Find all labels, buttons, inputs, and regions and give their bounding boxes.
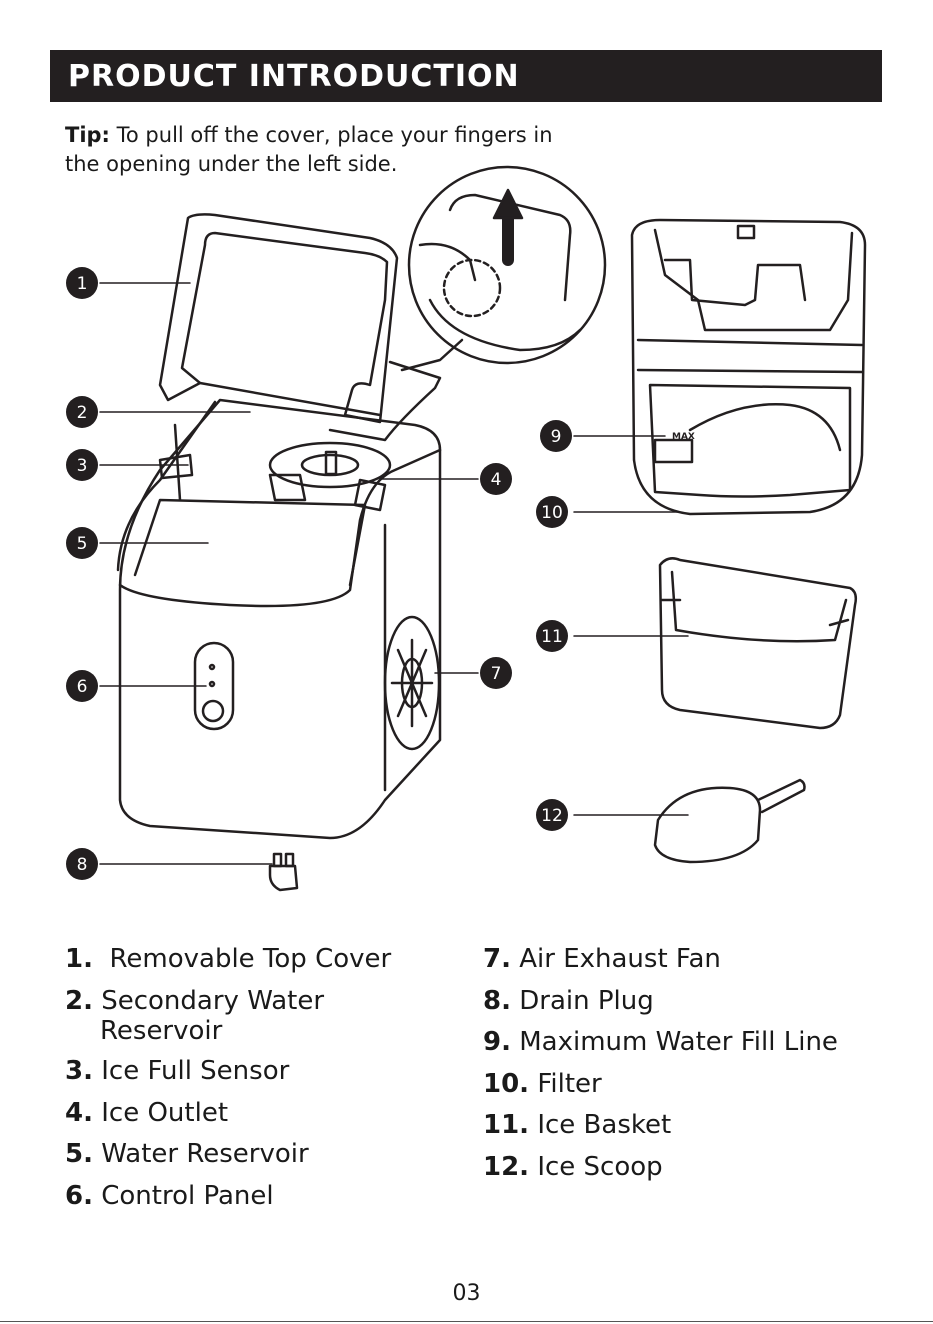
part-item-8: 8. Drain Plug bbox=[483, 986, 654, 1016]
reservoir-view bbox=[630, 218, 867, 516]
section-header-bar: PRODUCT INTRODUCTION bbox=[50, 50, 882, 102]
callout-5: 5 bbox=[66, 527, 98, 559]
part-item-10: 10. Filter bbox=[483, 1069, 602, 1099]
leader-lines bbox=[99, 282, 689, 865]
page-number: 03 bbox=[452, 1281, 481, 1306]
svg-text:2: 2 bbox=[77, 403, 88, 423]
bottom-divider bbox=[0, 1321, 933, 1322]
tip-label: Tip: bbox=[65, 123, 110, 147]
tip-text: Tip: To pull off the cover, place your f… bbox=[65, 121, 585, 179]
ice-maker-illustration bbox=[116, 213, 442, 892]
part-item-2: 2. Secondary Water Reservoir bbox=[65, 986, 325, 1046]
part-item-5: 5. Water Reservoir bbox=[65, 1139, 309, 1169]
part-item-6: 6. Control Panel bbox=[65, 1181, 274, 1211]
svg-text:9: 9 bbox=[551, 427, 562, 447]
svg-text:4: 4 bbox=[491, 470, 502, 490]
callout-6: 6 bbox=[66, 670, 98, 702]
callout-11: 11 bbox=[536, 620, 568, 652]
svg-text:3: 3 bbox=[77, 456, 88, 476]
ice-scoop-illustration bbox=[653, 778, 806, 864]
section-title: PRODUCT INTRODUCTION bbox=[68, 59, 520, 94]
callout-9: 9 bbox=[540, 420, 572, 452]
callout-7: 7 bbox=[480, 657, 512, 689]
callout-2: 2 bbox=[66, 396, 98, 428]
part-item-11: 11. Ice Basket bbox=[483, 1110, 672, 1140]
svg-text:11: 11 bbox=[541, 627, 563, 647]
svg-text:1: 1 bbox=[77, 274, 88, 294]
callout-3: 3 bbox=[66, 449, 98, 481]
callout-8: 8 bbox=[66, 848, 98, 880]
cover-removal-detail bbox=[400, 165, 607, 372]
ice-basket-illustration bbox=[658, 557, 858, 730]
part-item-1: 1. Removable Top Cover bbox=[65, 944, 392, 974]
part-item-4: 4. Ice Outlet bbox=[65, 1098, 229, 1128]
callout-12: 12 bbox=[536, 799, 568, 831]
part-item-9: 9. Maximum Water Fill Line bbox=[483, 1027, 838, 1057]
part-item-12: 12. Ice Scoop bbox=[483, 1152, 663, 1182]
callout-4: 4 bbox=[480, 463, 512, 495]
svg-text:8: 8 bbox=[77, 855, 88, 875]
svg-text:7: 7 bbox=[491, 664, 502, 684]
svg-text:6: 6 bbox=[77, 677, 88, 697]
part-item-7: 7. Air Exhaust Fan bbox=[483, 944, 721, 974]
part-item-3: 3. Ice Full Sensor bbox=[65, 1056, 290, 1086]
svg-text:5: 5 bbox=[77, 534, 88, 554]
callout-badges: 1 2 3 4 5 6 7 8 9 10 11 12 bbox=[66, 267, 572, 880]
svg-text:12: 12 bbox=[541, 806, 563, 826]
callout-10: 10 bbox=[536, 496, 568, 528]
max-fill-label: MAX bbox=[672, 432, 695, 442]
callout-1: 1 bbox=[66, 267, 98, 299]
tip-body: To pull off the cover, place your finger… bbox=[65, 123, 553, 176]
svg-text:10: 10 bbox=[541, 503, 563, 523]
